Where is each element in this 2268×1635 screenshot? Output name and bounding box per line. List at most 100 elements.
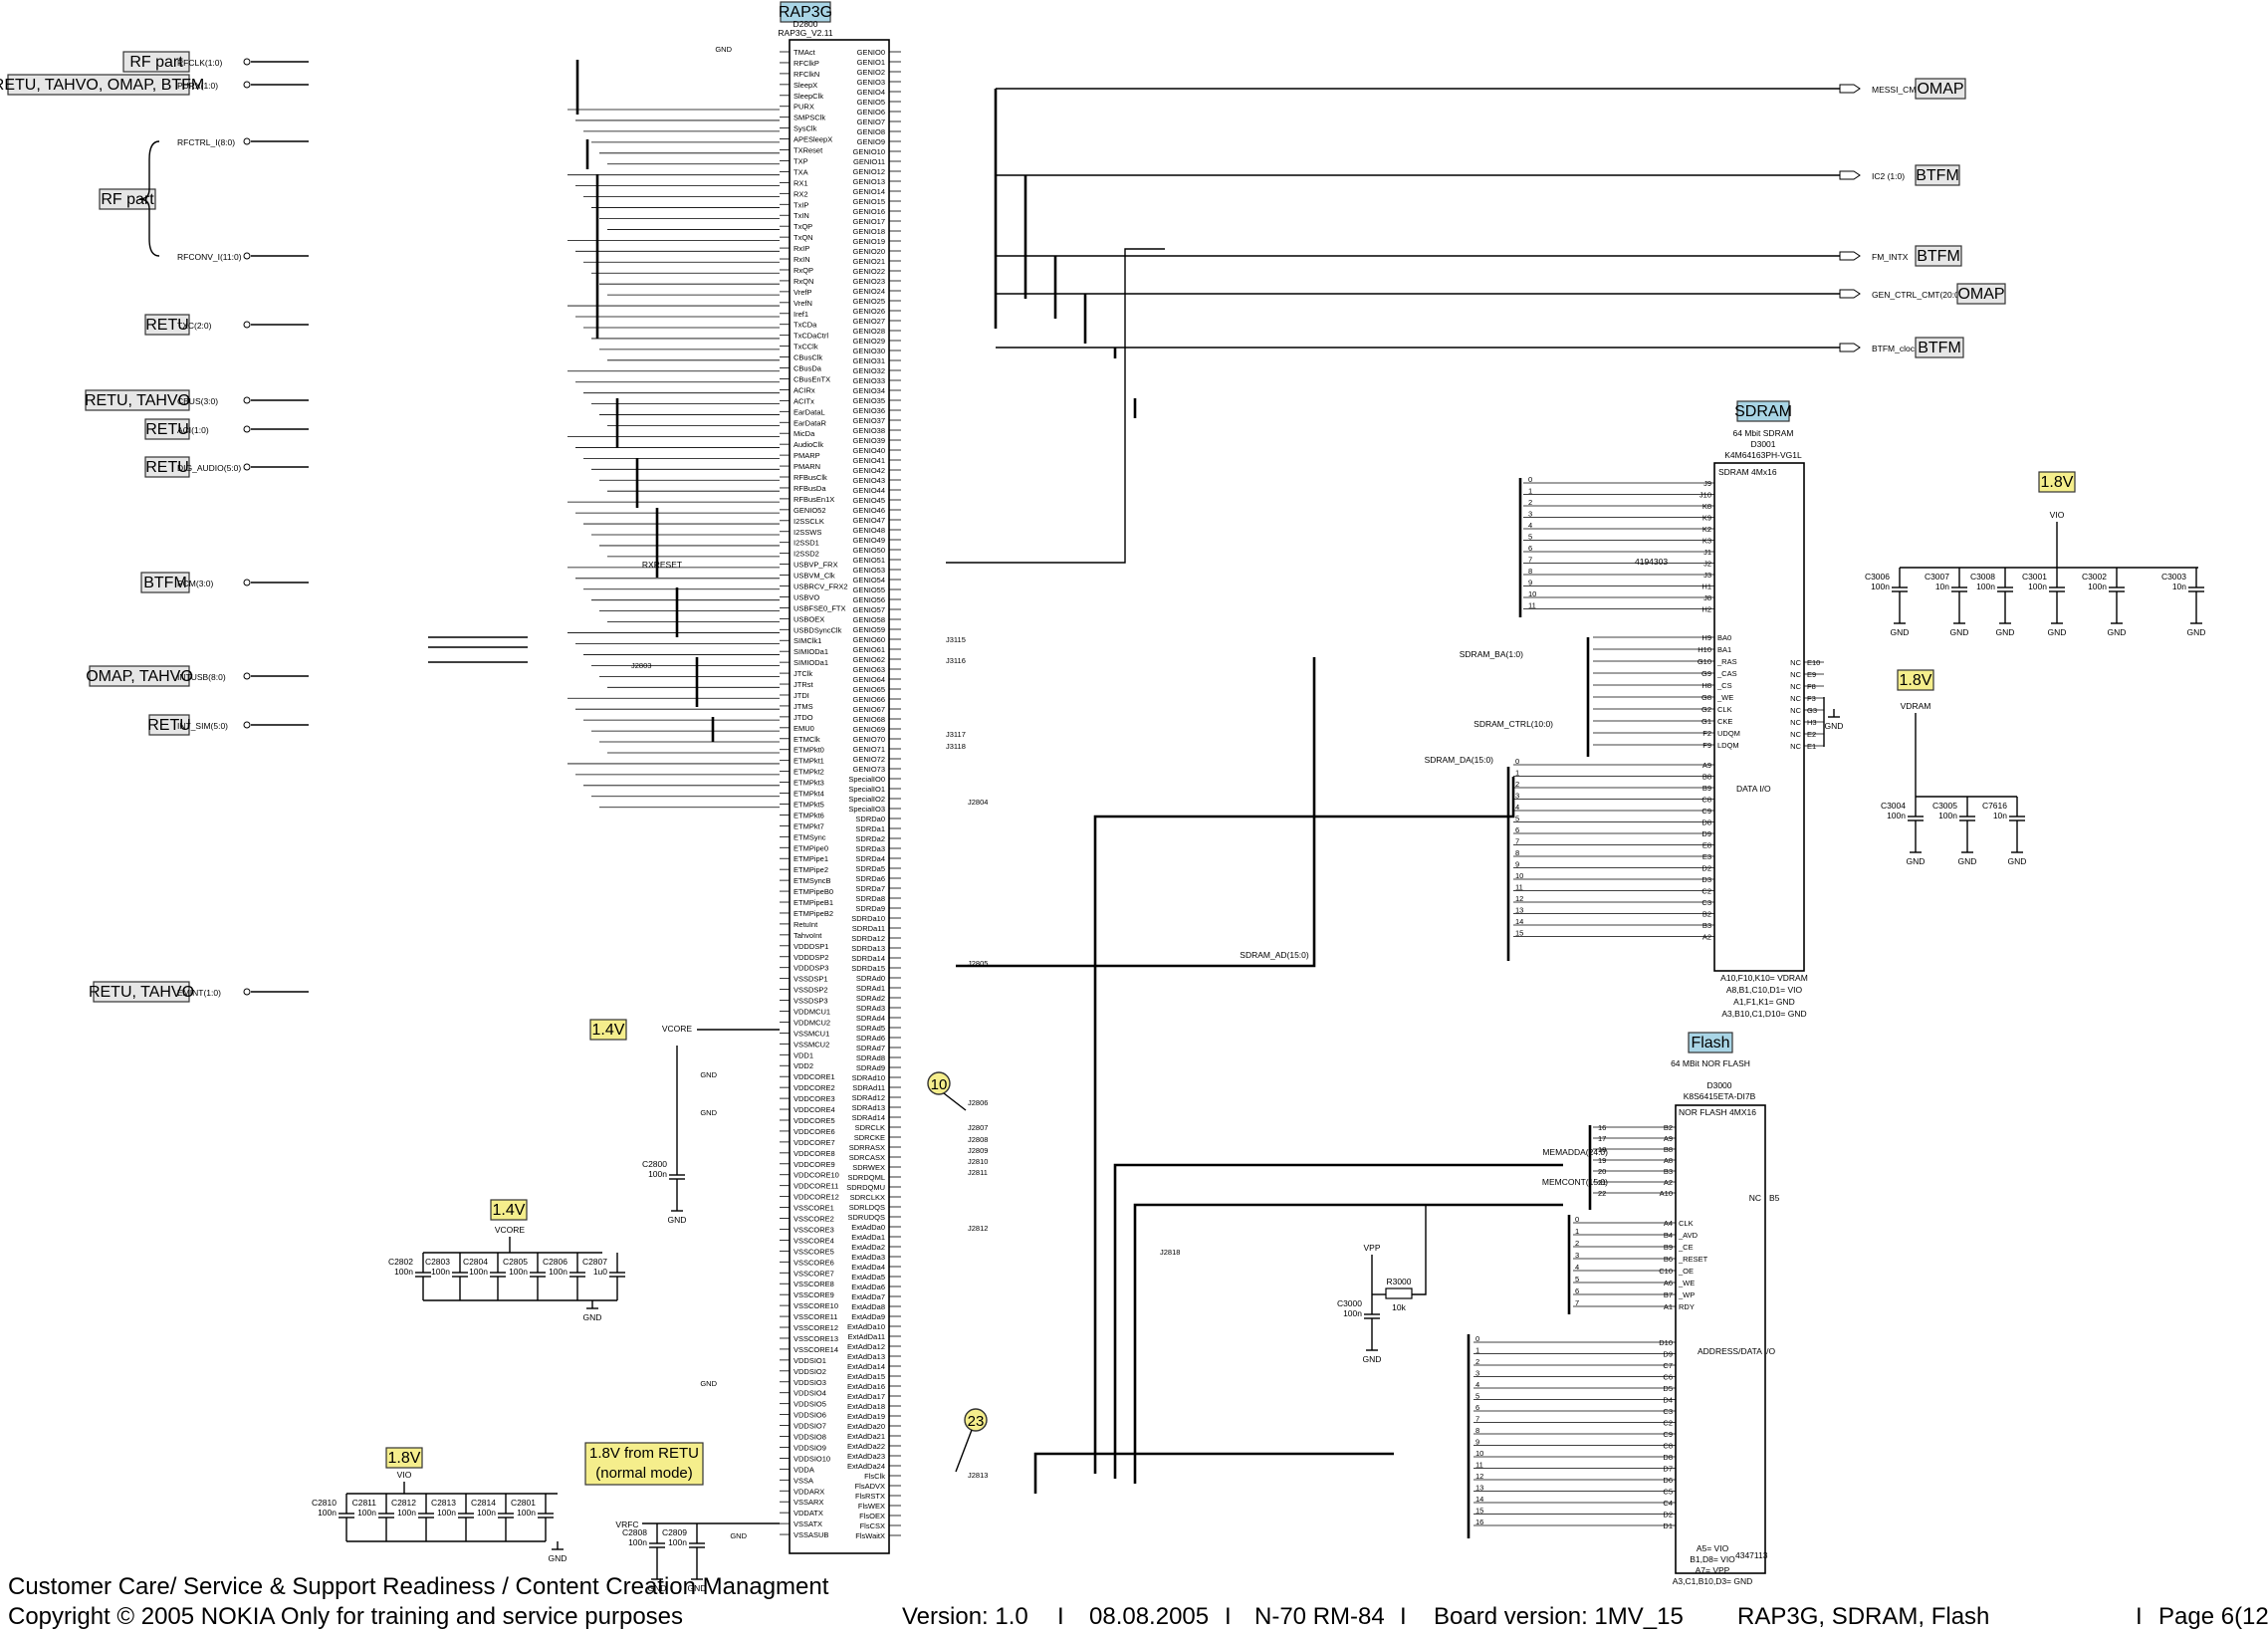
rap3g-right-pin: GENIO26 — [852, 307, 885, 316]
right-tag-box — [1915, 78, 1966, 100]
net-port — [243, 58, 251, 66]
left-tag: RETU — [147, 717, 191, 734]
sdram-note: A8,B1,C10,D1= VIO — [1726, 985, 1803, 995]
footer-model: N-70 RM-84 — [1254, 1603, 1385, 1630]
rap3g-right-pin: GENIO56 — [852, 595, 885, 604]
rap3g-right-pin: GENIO5 — [857, 98, 885, 107]
gnd-label: GND — [715, 45, 732, 54]
sdram-data-index: 11 — [1515, 883, 1523, 892]
flash-tag-box — [1688, 1032, 1733, 1053]
jumper-label: J2806 — [968, 1098, 988, 1107]
flash-ctrl-name: _CE — [1678, 1243, 1694, 1252]
sdram-tag-box — [1736, 400, 1790, 422]
power-retu-fo: 1.8V from RETU (normal mode) — [589, 1445, 699, 1482]
sdram-addr-pin: J8 — [1703, 593, 1711, 602]
rap3g-right-pin: ExtAdDa14 — [847, 1362, 885, 1371]
flash-addr-index: 18 — [1598, 1145, 1606, 1154]
net-port — [1839, 170, 1861, 180]
sdram-data-pin: B3 — [1702, 921, 1711, 930]
rap3g-left-pin: SleepClk — [794, 92, 823, 101]
rap3g-left-pin: VDDDSP3 — [794, 964, 828, 973]
rap3g-left-pin: VDDMCU1 — [794, 1008, 830, 1017]
left-tag-box — [93, 981, 190, 1003]
flash-data-index: 12 — [1475, 1472, 1483, 1481]
footer-sep-2: I — [1225, 1603, 1232, 1630]
rap3g-right-pin: SDRAd8 — [856, 1053, 885, 1062]
rap3g-right-pin: GENIO60 — [852, 635, 885, 644]
rap3g-left-pin: TXP — [794, 156, 808, 165]
vio-label: VIO — [2050, 510, 2065, 520]
flash-desc: 64 MBit NOR FLASH — [1671, 1058, 1750, 1068]
rap3g-left-pin: VSSMCU1 — [794, 1029, 829, 1038]
rap3g-right-pin: GENIO45 — [852, 496, 885, 505]
sdram-ctrl-name: _RAS — [1716, 657, 1737, 666]
rap3g-right-pin: ExtAdDa1 — [851, 1233, 885, 1242]
sdram-body — [1713, 462, 1805, 972]
rap3g-left-pin: RFClkP — [794, 59, 819, 68]
rap3g-right-pin: GENIO15 — [852, 197, 885, 206]
flash-note: A7= VPP — [1696, 1565, 1730, 1575]
rap3g-left-pin: VDDMCU2 — [794, 1018, 830, 1027]
rap3g-left-pin: ETMSync — [794, 832, 826, 841]
rap3g-left-pin: VDDCORE11 — [794, 1182, 838, 1191]
rap3g-left-pin: RxQN — [794, 277, 813, 286]
rap3g-right-pin: SDRDa1 — [855, 824, 885, 833]
sdram-addr-index: 5 — [1528, 533, 1532, 542]
gnd-label: GND — [1363, 1354, 1382, 1364]
sdram-nc-pin: E2 — [1807, 730, 1816, 739]
rap3g-left-pin: RX2 — [794, 189, 808, 198]
rap3g-right-pin: GENIO65 — [852, 685, 885, 694]
flash-ctrl-pin: A6 — [1664, 1279, 1673, 1287]
sdram-data-index: 10 — [1515, 871, 1523, 880]
right-net-label: MESSI_CMT(25:0) — [1872, 85, 1943, 95]
rap3g-right-pin: GENIO57 — [852, 605, 885, 614]
rap3g-right-pin: SDRDa14 — [851, 954, 885, 963]
flash-ctrl-name: _RESET — [1678, 1255, 1708, 1264]
rap3g-left-pin: VSSCORE4 — [794, 1236, 834, 1245]
rap3g-right-pin: SDRAd9 — [856, 1063, 885, 1072]
rap3g-right-pin: SDRWEX — [852, 1163, 885, 1172]
flash-data-run — [1033, 1452, 1394, 1494]
rxreset-label: RXRESET — [642, 560, 682, 570]
rap3g-left-pin: ETMPipe0 — [794, 843, 828, 852]
gnd-label: GND — [1825, 721, 1844, 731]
rap3g-right-pin: GENIO18 — [852, 227, 885, 236]
rap3g-left-pin: VDDSIO8 — [794, 1433, 826, 1442]
rap3g-left-pin: VSSCORE10 — [794, 1301, 838, 1310]
rap3g-left-pin: VSSDSP3 — [794, 997, 828, 1006]
rap3g-left-pin: VDDCORE7 — [794, 1138, 835, 1147]
sdram-data-index: 5 — [1515, 815, 1519, 823]
cap-ref: C2812 — [391, 1498, 416, 1508]
power-tag-1v4-a — [589, 1019, 627, 1041]
rap3g-right-pin: SDRAd0 — [856, 974, 885, 983]
rap3g-left-pin: VDDSIO10 — [794, 1454, 830, 1463]
jumper-label: J2812 — [968, 1224, 988, 1233]
net-port — [243, 321, 251, 329]
right-net-label: BTFM_clock_request — [1872, 344, 1952, 353]
rap3g-left-pin: I2SSWS — [794, 528, 821, 537]
left-tag-box — [7, 74, 190, 96]
rap3g-right-pin: GENIO19 — [852, 237, 885, 246]
rap3g-left-pin: TXA — [794, 167, 808, 176]
rap3g-right-pin: GENIO31 — [852, 356, 885, 365]
left-tag: RETU, TAHVO — [89, 984, 194, 1001]
rap3g-right-pin: GENIO42 — [852, 466, 885, 475]
rap3g-left-pin: VDDSIO9 — [794, 1443, 826, 1452]
sdram-nc-pin: F3 — [1807, 694, 1816, 703]
cap-ref: C2805 — [503, 1257, 528, 1267]
rap3g-left-pin: PURX — [794, 103, 814, 112]
rap3g-left-pin: ETMClk — [794, 735, 820, 744]
rap3g-right-pin: GENIO27 — [852, 317, 885, 326]
flash-ctrl-index: 1 — [1575, 1227, 1579, 1236]
footer-version: Version: 1.0 — [902, 1603, 1028, 1630]
left-tag: RETU — [145, 421, 189, 438]
rap3g-left-pin: ETMPkt2 — [794, 768, 824, 777]
rap3g-right-pin: FlsADVX — [855, 1482, 885, 1491]
footer-page: Page 6(12) — [2158, 1603, 2268, 1630]
left-net-label: RFCLK(1:0) — [177, 58, 223, 68]
rap3g-right-pin: GENIO71 — [852, 745, 885, 754]
gnd-label: GND — [2008, 856, 2027, 866]
sdram-data-pin: D3 — [1701, 875, 1711, 884]
flash-inner: NOR FLASH 4MX16 — [1679, 1107, 1756, 1117]
